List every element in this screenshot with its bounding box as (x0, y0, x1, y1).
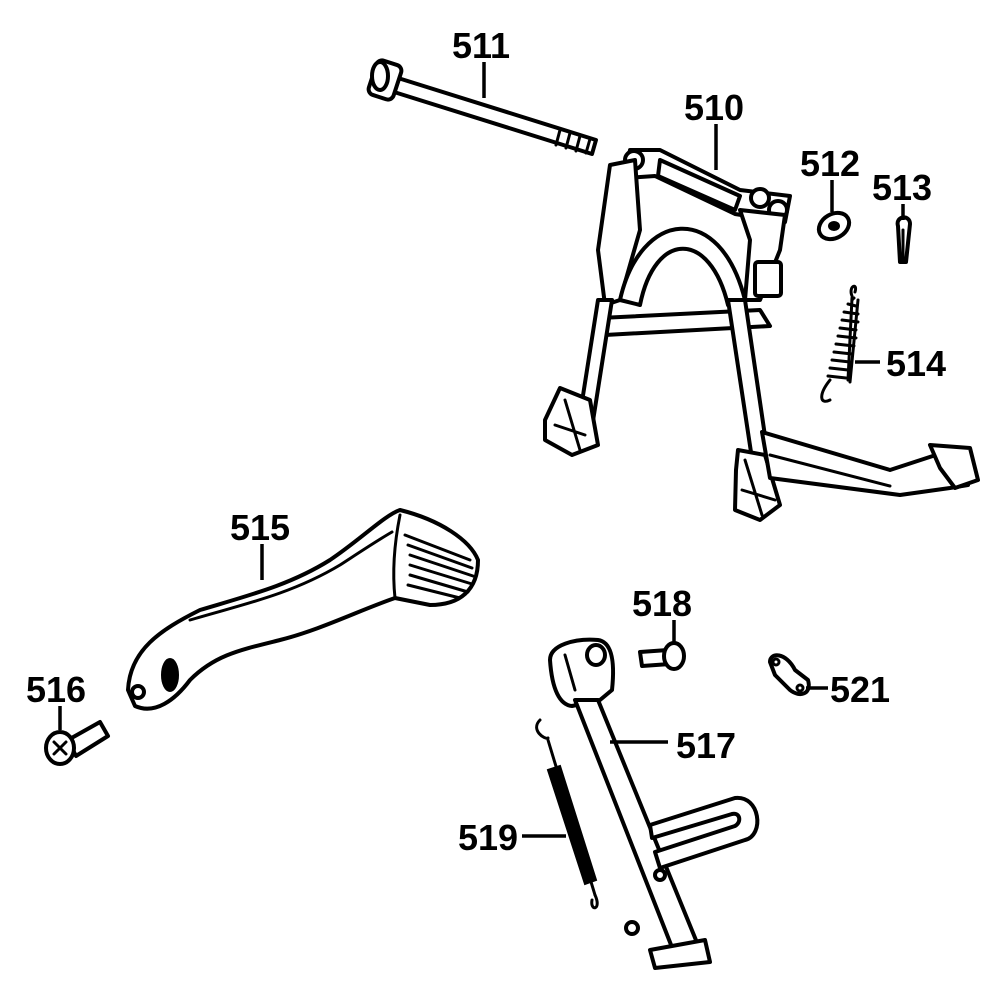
leader-lines (58, 62, 905, 838)
callout-517: 517 (676, 725, 736, 766)
part-512-washer (816, 210, 852, 242)
callout-512: 512 (800, 143, 860, 184)
part-519-side-stand-spring (535, 718, 599, 910)
part-518-bolt (638, 641, 686, 671)
callout-510: 510 (684, 87, 744, 128)
part-514-stand-spring (820, 284, 860, 403)
callout-519: 519 (458, 817, 518, 858)
part-516-bolt (44, 720, 110, 766)
part-515-kick-lever (126, 508, 480, 711)
callout-511: 511 (452, 25, 510, 66)
callout-515: 515 (230, 507, 290, 548)
callout-518: 518 (632, 583, 692, 624)
callout-513: 513 (872, 167, 932, 208)
part-511-pivot-bolt (366, 58, 598, 156)
part-521-plate (768, 653, 811, 697)
callout-514: 514 (886, 343, 946, 384)
part-513-cotter-pin (895, 215, 912, 264)
callout-521: 521 (830, 669, 890, 710)
callout-516: 516 (26, 669, 86, 710)
part-517-side-stand (548, 637, 760, 970)
part-510-main-stand (543, 148, 980, 522)
